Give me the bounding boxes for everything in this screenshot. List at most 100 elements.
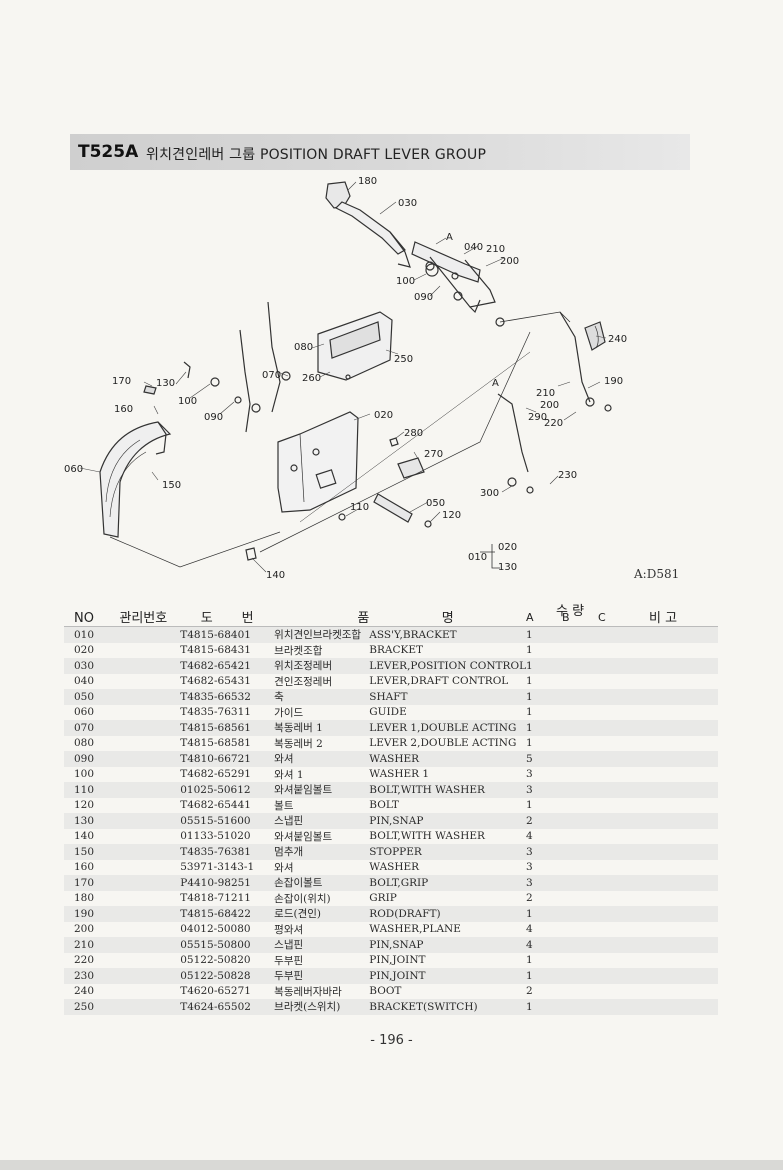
callout-270: 270: [424, 449, 443, 460]
header-quantity: 수 량 A B C: [526, 600, 609, 627]
row-qty-b: [542, 999, 576, 1015]
row-english-name: PIN,JOINT: [369, 952, 527, 968]
callout-030: 030: [398, 198, 417, 209]
row-korean-name: 위치견인브라켓조합: [274, 626, 370, 643]
header-qty-c: C: [598, 611, 606, 624]
row-qty-c: [575, 642, 609, 658]
row-english-name: STOPPER: [369, 844, 527, 860]
row-english-name: LEVER 1,DOUBLE ACTING: [369, 720, 527, 736]
row-note: [608, 999, 718, 1015]
row-qty-c: [575, 890, 609, 906]
row-qty-a: 1: [526, 658, 543, 674]
row-qty-b: [542, 673, 576, 689]
callout-290: 290: [528, 412, 547, 423]
row-qty-c: [575, 782, 609, 798]
row-mgmt-number: [119, 968, 181, 984]
row-qty-a: 3: [526, 844, 543, 860]
row-qty-b: [542, 626, 576, 643]
row-qty-c: [575, 673, 609, 689]
row-no: 080: [64, 735, 120, 751]
callout-230: 230: [558, 470, 577, 481]
row-qty-b: [542, 797, 576, 813]
header-part-b: 번: [241, 611, 254, 626]
row-part-number: T4682-65441: [180, 797, 275, 813]
row-korean-name: 와셔: [274, 751, 370, 767]
row-korean-name: 축: [274, 689, 370, 705]
callout-250: 250: [394, 354, 413, 365]
row-part-number: T4835-76311: [180, 704, 275, 720]
row-qty-b: [542, 952, 576, 968]
row-part-number: 05122-50820: [180, 952, 275, 968]
row-part-number: T4815-68561: [180, 720, 275, 736]
row-qty-a: 1: [526, 906, 543, 922]
row-part-number: T4835-66532: [180, 689, 275, 705]
row-korean-name: 멈추개: [274, 844, 370, 860]
row-no: 250: [64, 999, 120, 1015]
row-qty-a: 1: [526, 720, 543, 736]
row-english-name: BOLT,WITH WASHER: [369, 828, 527, 844]
row-qty-a: 4: [526, 921, 543, 937]
row-mgmt-number: [119, 844, 181, 860]
callout-080: 080: [294, 342, 313, 353]
row-qty-b: [542, 766, 576, 782]
row-english-name: WASHER,PLANE: [369, 921, 527, 937]
row-qty-c: [575, 999, 609, 1015]
callout-100: 100: [396, 276, 415, 287]
callout-190: 190: [604, 376, 623, 387]
row-qty-a: 1: [526, 968, 543, 984]
callout-210-2: 210: [536, 388, 555, 399]
row-korean-name: 와셔붙임볼트: [274, 782, 370, 798]
row-english-name: LEVER,DRAFT CONTROL: [369, 673, 527, 689]
row-no: 090: [64, 751, 120, 767]
callout-120: 120: [442, 510, 461, 521]
row-mgmt-number: [119, 704, 181, 720]
row-english-name: BOLT,GRIP: [369, 875, 527, 891]
row-no: 110: [64, 782, 120, 798]
callout-020: 020: [374, 410, 393, 421]
header-qty-label: 수 량: [556, 604, 585, 619]
callout-010: 010: [468, 552, 487, 563]
row-no: 140: [64, 828, 120, 844]
row-qty-a: 3: [526, 859, 543, 875]
row-english-name: ASS'Y,BRACKET: [369, 626, 527, 643]
row-note: [608, 735, 718, 751]
callout-130: 130: [156, 378, 175, 389]
row-mgmt-number: [119, 813, 181, 829]
row-mgmt-number: [119, 735, 181, 751]
callout-180: 180: [358, 176, 377, 187]
row-mgmt-number: [119, 828, 181, 844]
row-english-name: BOOT: [369, 983, 527, 999]
row-part-number: 01025-50612: [180, 782, 275, 798]
row-no: 210: [64, 937, 120, 953]
row-no: 230: [64, 968, 120, 984]
row-part-number: T4818-71211: [180, 890, 275, 906]
row-part-number: T4815-68401: [180, 626, 275, 643]
row-no: 190: [64, 906, 120, 922]
row-part-number: T4620-65271: [180, 983, 275, 999]
diagram-leaders: [79, 181, 607, 573]
row-english-name: SHAFT: [369, 689, 527, 705]
row-mgmt-number: [119, 921, 181, 937]
row-qty-c: [575, 937, 609, 953]
row-mgmt-number: [119, 999, 181, 1015]
row-qty-b: [542, 921, 576, 937]
row-qty-c: [575, 797, 609, 813]
row-no: 060: [64, 704, 120, 720]
row-qty-b: [542, 642, 576, 658]
row-part-number: T4682-65431: [180, 673, 275, 689]
row-part-number: 05515-51600: [180, 813, 275, 829]
header-note: 비 고: [608, 600, 718, 627]
row-mgmt-number: [119, 626, 181, 643]
